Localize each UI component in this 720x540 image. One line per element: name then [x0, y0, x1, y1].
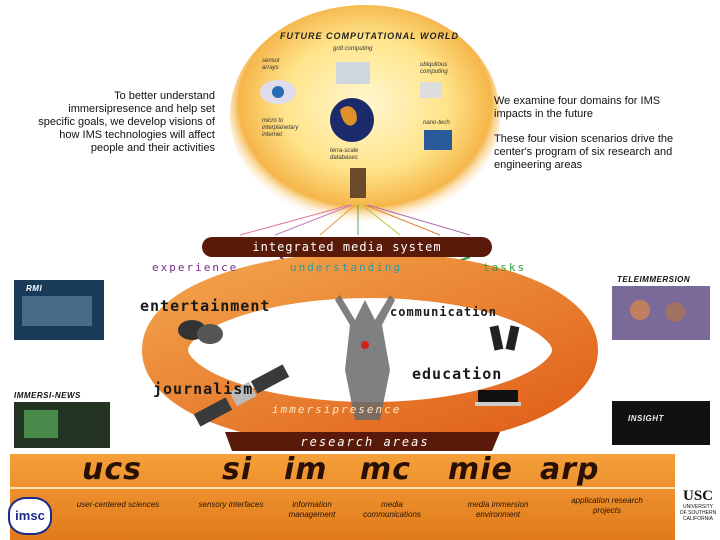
label-sensor-arrays: sensor arrays — [262, 58, 281, 71]
area-label-ucs: user-centered sciences — [76, 500, 160, 509]
area-acr-im: im — [284, 452, 328, 487]
area-label-arp: application research projects — [571, 496, 643, 515]
usc-line-1: UNIVERSITY — [682, 504, 713, 510]
area-acr-mc: mc — [360, 452, 412, 487]
area-acr-arp: arp — [540, 452, 600, 487]
usc-line-2: OF SOUTHERN — [679, 510, 717, 516]
base-shape — [10, 454, 675, 540]
label-terra-scale: terra-scale databases — [330, 148, 359, 161]
area-acr-mie: mie — [448, 452, 513, 487]
area-label-mc: media communications — [363, 500, 421, 519]
triad-experience: experience — [152, 261, 239, 274]
immersipresence-label: immersipresence — [272, 403, 402, 416]
laptop-graphic — [478, 390, 518, 402]
domain-education: education — [412, 365, 503, 383]
research-bar-shape — [225, 432, 500, 451]
label-ubiquitous: ubiquitous computing — [420, 62, 448, 75]
label-grid-computing: grid computing — [333, 46, 373, 52]
label-nano-tech: nano-tech — [423, 120, 450, 126]
theater-masks — [178, 320, 223, 344]
center-figure — [335, 295, 395, 420]
ims-bar: integrated media system — [202, 237, 492, 257]
area-acr-ucs: ucs — [82, 452, 142, 487]
satellite-graphic — [193, 364, 290, 427]
area-label-si: sensory interfaces — [198, 500, 264, 509]
imsc-logo: imsc — [8, 497, 52, 535]
left-description: To better understand immersipresence and… — [30, 90, 215, 167]
usc-line-3: CALIFORNIA — [682, 516, 713, 522]
area-label-im: information management — [288, 500, 336, 519]
phone-graphic — [489, 325, 520, 351]
globe-items — [260, 62, 452, 198]
domain-ring — [142, 252, 598, 448]
usc-logo: USC UNIVERSITY OF SOUTHERN CALIFORNIA — [676, 488, 720, 522]
panel-rmi-label: RMI — [26, 284, 43, 293]
triad-understanding: understanding — [290, 261, 403, 274]
right-paragraph-2: These four vision scenarios drive the ce… — [494, 133, 674, 171]
area-acr-si: si — [222, 452, 253, 487]
area-label-mie: media immersion environment — [467, 500, 529, 519]
right-paragraph-1: We examine four domains for IMS impacts … — [494, 95, 661, 120]
domain-journalism: journalism — [153, 380, 254, 398]
usc-logo-text: USC — [682, 488, 713, 504]
domain-entertainment: entertainment — [140, 297, 271, 315]
label-micro-interplanetary: micro to interplanetary internet — [262, 118, 299, 138]
future-world-title: FUTURE COMPUTATIONAL WORLD — [280, 31, 459, 41]
left-paragraph: To better understand immersipresence and… — [38, 90, 215, 154]
triad-tasks: tasks — [483, 261, 527, 274]
right-description: We examine four domains for IMS impacts … — [494, 95, 699, 184]
panel-teleimmersion-label: TELEIMMERSION — [617, 275, 691, 284]
panel-immersi-news-label: IMMERSI-NEWS — [14, 391, 81, 400]
research-areas-bar: research areas — [300, 435, 430, 449]
domain-communication: communication — [390, 305, 497, 319]
panel-insight-label: INSIGHT — [628, 414, 664, 423]
